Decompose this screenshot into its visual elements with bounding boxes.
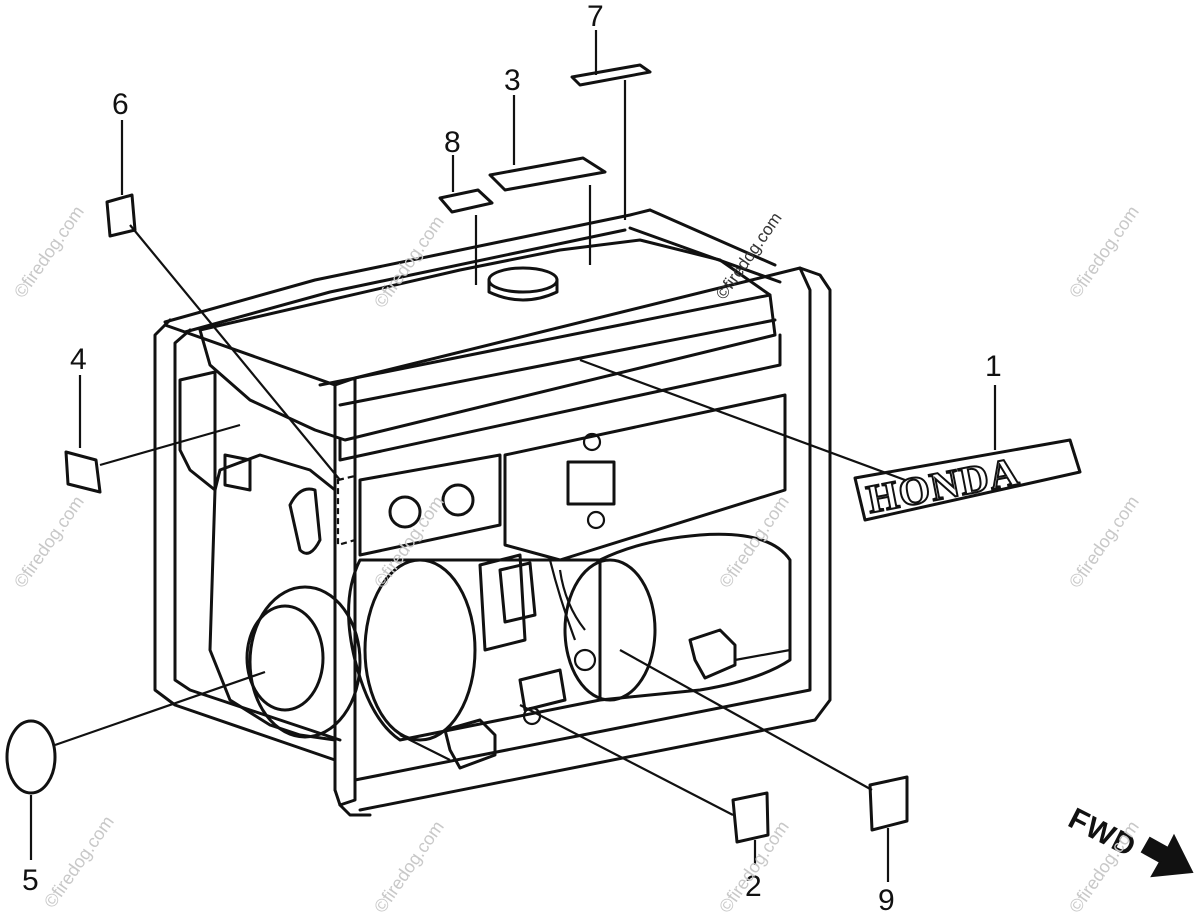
callout-1: 1: [985, 350, 1002, 383]
engine-body: [178, 370, 792, 770]
decal-3-label: [488, 156, 607, 192]
decal-8-label: [438, 188, 494, 214]
callout-7: 7: [587, 0, 604, 33]
decal-6-label: [105, 193, 137, 238]
decal-5-label: [5, 719, 57, 795]
callout-9: 9: [878, 884, 895, 917]
decal-1-honda-label: [853, 438, 1082, 522]
control-panel: [336, 393, 787, 562]
honda-brand-text: HONDA: [863, 448, 1023, 522]
callout-5: 5: [22, 864, 39, 897]
callout-3: 3: [504, 64, 521, 97]
callout-2: 2: [745, 870, 762, 903]
callout-8: 8: [444, 126, 461, 159]
callout-4: 4: [70, 343, 87, 376]
decal-4-label: [64, 450, 102, 494]
decal-shapes: [5, 63, 1082, 844]
callout-6: 6: [112, 88, 129, 121]
decal-9-label: [868, 775, 909, 832]
decal-2-label: [731, 791, 770, 844]
fuel-tank: [198, 238, 782, 462]
leader-lines: [29, 30, 997, 882]
fwd-arrow-icon: [1140, 833, 1194, 878]
decal-7-label: [570, 63, 652, 87]
